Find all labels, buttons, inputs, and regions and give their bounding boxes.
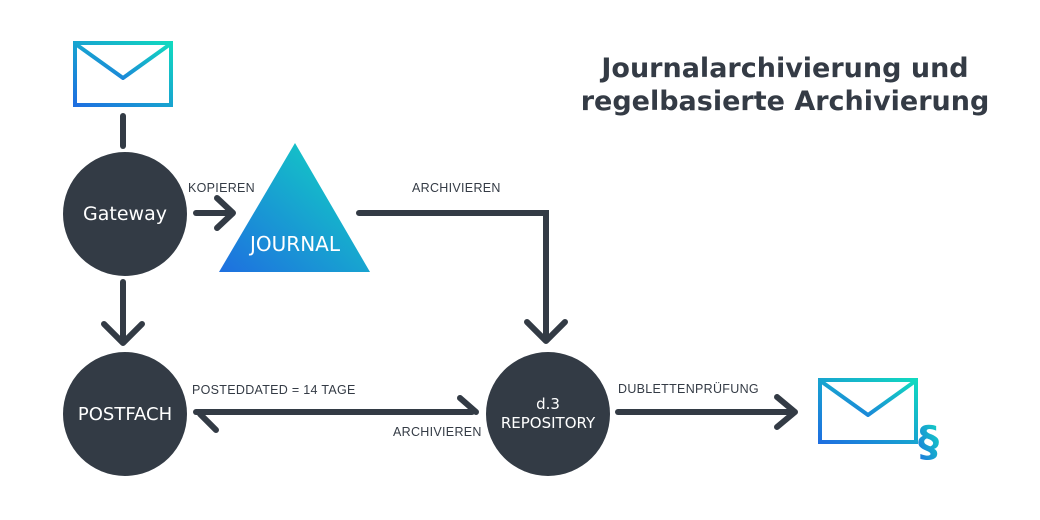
label-posteddated: POSTEDDATED = 14 TAGE: [192, 383, 356, 397]
journal-label: JOURNAL: [250, 232, 340, 256]
gateway-node: Gateway: [63, 152, 187, 276]
postfach-label: POSTFACH: [77, 403, 173, 425]
label-archivieren-top: ARCHIVIEREN: [412, 181, 501, 195]
envelope-icon: [818, 378, 918, 444]
repository-label-line-1: d.3: [536, 395, 560, 413]
edge-gateway-postfach: [101, 279, 145, 346]
envelope-icon: [73, 41, 173, 107]
journal-triangle: [219, 143, 370, 272]
repository-label-line-2: REPOSITORY: [500, 414, 596, 432]
title-line-2: regelbasierte Archivierung: [580, 86, 990, 117]
edge-repository-mail: [615, 394, 798, 430]
label-kopieren: KOPIEREN: [188, 181, 255, 195]
edge-postfach-repository: [193, 395, 479, 415]
edge-gateway-journal: [193, 195, 236, 231]
edge-repository-postfach: [197, 411, 219, 433]
edge-journal-repository: [356, 210, 568, 344]
repository-node: d.3 REPOSITORY: [486, 352, 610, 476]
label-archivieren-bottom: ARCHIVIEREN: [393, 425, 482, 439]
paragraph-icon: §: [918, 417, 939, 466]
title-line-1: Journalarchivierung und: [601, 53, 969, 84]
page-title: Journalarchivierung und regelbasierte Ar…: [560, 52, 1010, 118]
label-dublettenpruefung: DUBLETTENPRÜFUNG: [618, 382, 759, 396]
postfach-node: POSTFACH: [63, 352, 187, 476]
gateway-label: Gateway: [83, 203, 167, 225]
